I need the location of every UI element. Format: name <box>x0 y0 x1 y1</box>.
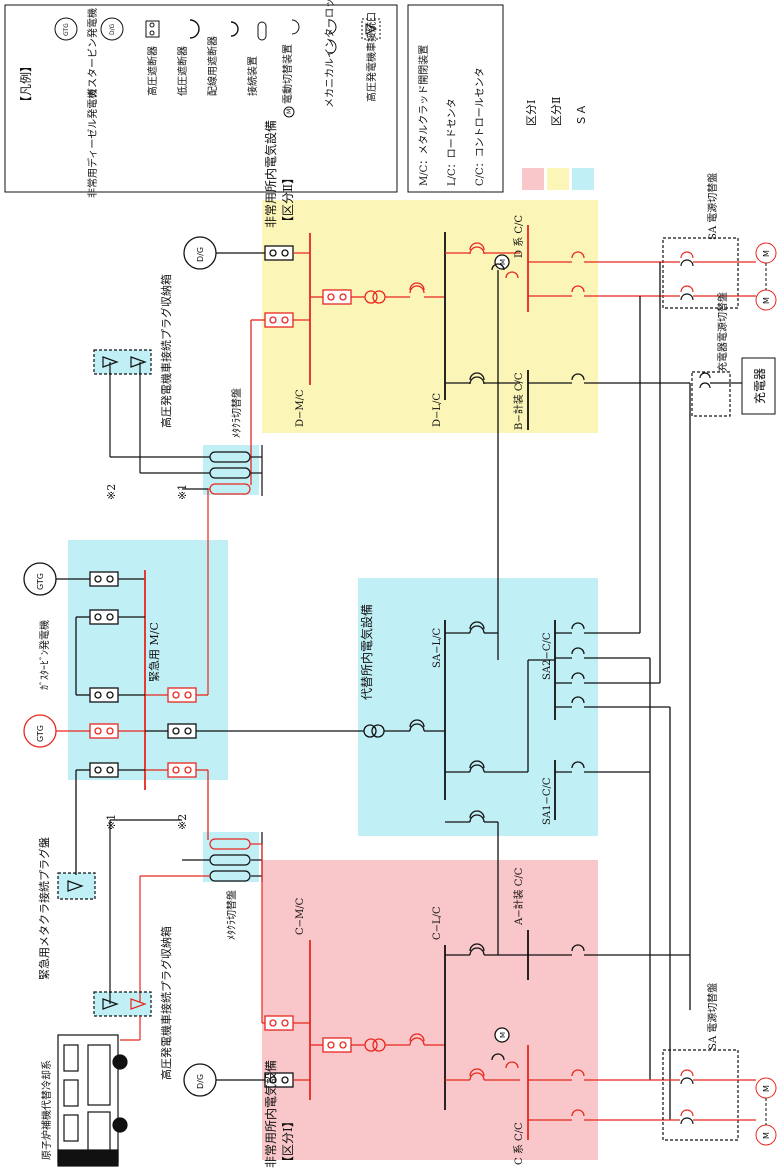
dg-symbol-label: D/G <box>109 23 116 35</box>
c-mc-label: C−M/C <box>295 897 306 935</box>
zone-legend-sa-swatch <box>572 168 594 190</box>
gt-gen-label: ｶﾞｽﾀｰﾋﾞﾝ発電機 <box>38 620 51 690</box>
gtg-symbol-icon <box>54 17 78 41</box>
connector-icon <box>257 21 267 41</box>
motor-switch-c-label: M <box>499 1032 507 1038</box>
div1-title: 非常用所内電気設備 <box>263 1060 278 1168</box>
motor-bottom-1-label: M <box>762 1085 771 1092</box>
div1-section <box>183 930 690 1140</box>
note1-top-label: ※1 <box>176 484 189 500</box>
legend-label-motor-switch: 電動切替装置 <box>281 44 294 104</box>
d-lc-label: D−L/C <box>432 393 443 427</box>
zone-emerg-plug <box>58 873 95 899</box>
lv-breaker-icon <box>189 19 200 39</box>
motor-switch-d <box>494 254 510 270</box>
motor-top-2-label: M <box>762 297 771 304</box>
dg-top-breaker <box>264 245 294 261</box>
sa-switch-bottom-label: SA 電源切替盤 <box>706 983 719 1050</box>
zone-legend-sa-label: ＳＡ <box>575 104 588 126</box>
motor-switch-icon <box>283 19 300 118</box>
sa-switch-top-label: SA 電源切替盤 <box>706 173 719 240</box>
wiring-breaker-icon <box>230 21 239 37</box>
zone-div1 <box>262 860 598 1160</box>
sa-main-section <box>363 262 691 1120</box>
legend-label-hv-gen-port: 高圧発電機車接続口 <box>365 12 378 102</box>
c-cc-label: C 系 C/C <box>513 1122 525 1165</box>
note2-top-label: ※2 <box>105 484 118 500</box>
sa-switch-panel-bottom <box>662 1049 756 1141</box>
sa2-cc-label: SA2−C/C <box>542 632 553 680</box>
zone-legend-div2-label: 区分Ⅱ <box>550 97 563 126</box>
charger-box <box>741 357 776 415</box>
c-lc-label: C−L/C <box>432 906 443 940</box>
motor-switch-icon-label: M <box>286 109 293 114</box>
zone-legend-div1-swatch <box>522 168 544 190</box>
charger-switch-panel <box>691 371 742 417</box>
sa1-cc-label: SA1−C/C <box>542 777 553 825</box>
div2-section <box>183 225 690 660</box>
charger-label: 充電器 <box>752 368 767 404</box>
zone-div2 <box>262 200 598 433</box>
hv-breaker-icon <box>145 20 160 38</box>
metacla-bottom-label: ﾒﾀｸﾗ切替盤 <box>225 890 238 940</box>
a-cc-label: A−計装 C/C <box>512 867 525 926</box>
abbrev-mc: M/C：メタルクラッド開閉装置 <box>417 45 430 186</box>
gtg-black-label: GTG <box>36 573 45 590</box>
mech-interlock-icon <box>328 19 337 55</box>
legend-label-connector: 接続装置 <box>246 56 259 96</box>
motor-switch-c <box>494 1027 510 1043</box>
legend-label-hv-breaker: 高圧遮断器 <box>146 46 159 96</box>
motor-bottom-2-label: M <box>762 1132 771 1139</box>
plugbox-bottom-label: 高圧発電機車接続プラグ収納箱 <box>159 926 173 1080</box>
legend-box: 【凡例】 GTG ガスタービン発電機 D/G 非常用ディーゼル発電機 高圧遮断器… <box>4 0 398 198</box>
dg-bottom-label: D/G <box>196 1074 205 1089</box>
gtg-red-label: GTG <box>36 725 45 742</box>
legend-label-gtg: ガスタービン発電機 <box>86 8 99 98</box>
d-cc-label: D 系 C/C <box>513 215 525 258</box>
gtg-section <box>23 562 364 875</box>
b-cc-label: B−計装 C/C <box>512 372 525 430</box>
metacla-top <box>93 349 263 695</box>
truck-icon <box>57 1034 128 1167</box>
d-mc-label: D−M/C <box>295 389 306 427</box>
plugbox-top-label: 高圧発電機車接続プラグ収納箱 <box>159 274 173 428</box>
sa-lc-label: SA−L/C <box>432 628 443 668</box>
gtg-symbol-label: GTG <box>63 23 70 36</box>
div2-title: 非常用所内電気設備 <box>263 120 278 228</box>
hv-gen-port-icon <box>361 18 381 40</box>
abbrev-cc: C/C：コントロールセンタ <box>474 67 486 186</box>
dg-symbol-icon <box>100 17 124 41</box>
legend-label-wiring-breaker: 配線用遮断器 <box>206 36 219 96</box>
note1-bottom-label: ※1 <box>105 814 118 830</box>
legend-label-mech-interlock: メカニカルインターロック <box>324 0 336 108</box>
legend-title: 【凡例】 <box>19 60 33 108</box>
legend-label-dg: 非常用ディーゼル発電機 <box>86 89 99 198</box>
sa-title: 代替所内電気設備 <box>359 604 374 700</box>
motor-switch-d-label: M <box>499 259 507 265</box>
emerg-mc-label: 緊急用 M/C <box>147 622 161 682</box>
note2-bottom-label: ※2 <box>176 814 189 830</box>
abbrev-box: M/C：メタルクラッド開閉装置 L/C：ロードセンタ C/C：コントロールセンタ <box>407 4 504 193</box>
div1-sub: 【区分Ⅰ】 <box>281 1115 295 1168</box>
metacla-bottom <box>57 819 263 1041</box>
div2-sub: 【区分Ⅱ】 <box>281 172 295 228</box>
motor-top-1-label: M <box>762 250 771 257</box>
legend-label-lv-breaker: 低圧遮断器 <box>176 46 189 96</box>
zone-legend-div2-swatch <box>547 168 569 190</box>
metacla-top-label: ﾒﾀｸﾗ切替盤 <box>230 388 243 438</box>
emerg-plug-label: 緊急用メタクラ接続プラグ盤 <box>37 837 51 980</box>
dg-top-label: D/G <box>196 247 205 262</box>
charger-switch-label: 充電器電源切替盤 <box>716 292 729 372</box>
abbrev-lc: L/C：ロードセンタ <box>446 98 458 186</box>
zone-legend-div1-label: 区分Ⅰ <box>525 100 538 126</box>
truck-label: 原子炉補機代替冷却系 <box>40 1060 53 1160</box>
